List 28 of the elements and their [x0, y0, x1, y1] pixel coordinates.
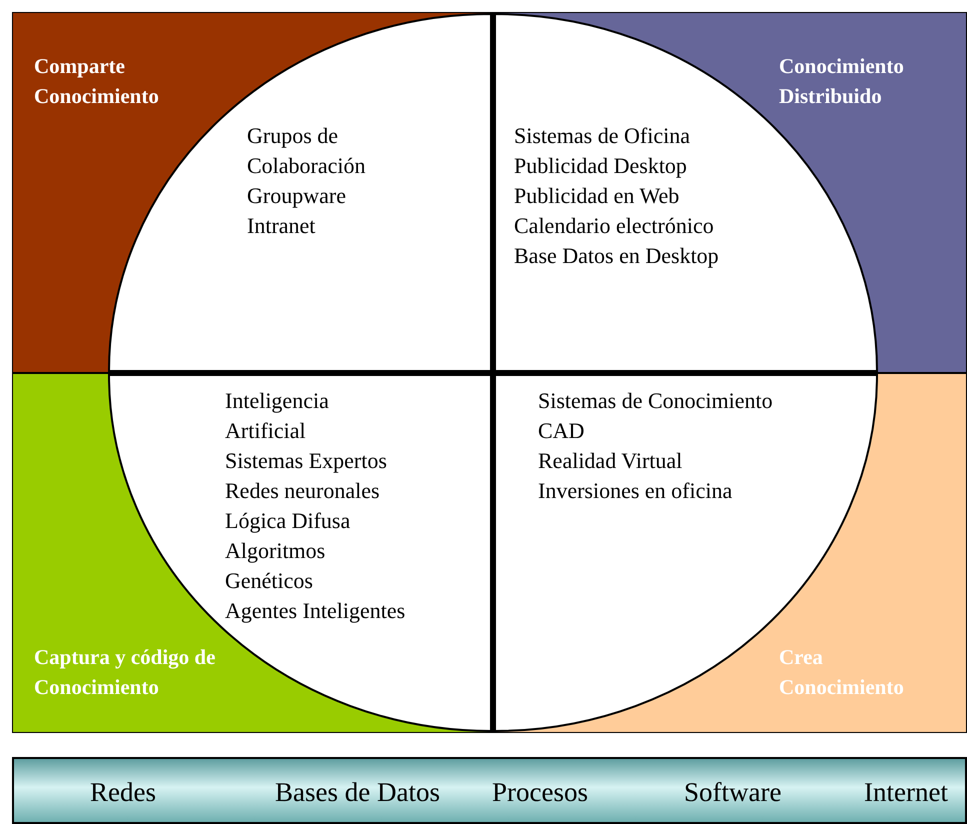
category-label: Redes	[90, 777, 156, 808]
list-item: Sistemas Expertos	[225, 447, 387, 475]
list-item: Lógica Difusa	[225, 507, 350, 535]
list-item: Algoritmos Genéticos	[225, 537, 326, 595]
list-item: Grupos de Colaboración	[247, 122, 367, 180]
list-item: Realidad Virtual	[538, 447, 682, 475]
quadrant-heading: Conocimiento Distribuido	[779, 53, 905, 110]
list-item: CAD	[538, 417, 584, 445]
list-item: Base Datos en Desktop	[514, 242, 719, 270]
category-label: Internet	[864, 777, 948, 808]
quadrant-heading: Comparte Conocimiento	[34, 53, 160, 110]
list-item: Inteligencia Artificial	[225, 387, 330, 445]
list-item: Redes neuronales	[225, 477, 380, 505]
quadrant-heading: Captura y código de Conocimiento	[34, 644, 216, 701]
category-label: Procesos	[492, 777, 588, 808]
list-item: Intranet	[247, 212, 316, 240]
list-item: Sistemas de Conocimiento	[538, 387, 773, 415]
list-item: Groupware	[247, 182, 346, 210]
category-label: Software	[684, 777, 782, 808]
category-label: Bases de Datos	[275, 777, 440, 808]
list-item: Calendario electrónico	[514, 212, 714, 240]
list-item: Sistemas de Oficina	[514, 122, 690, 150]
category-bar	[12, 757, 967, 824]
quadrant-heading: Crea Conocimiento	[779, 644, 905, 701]
list-item: Publicidad Desktop	[514, 152, 687, 180]
list-item: Inversiones en oficina	[538, 477, 732, 505]
list-item: Agentes Inteligentes	[225, 597, 406, 625]
list-item: Publicidad en Web	[514, 182, 680, 210]
